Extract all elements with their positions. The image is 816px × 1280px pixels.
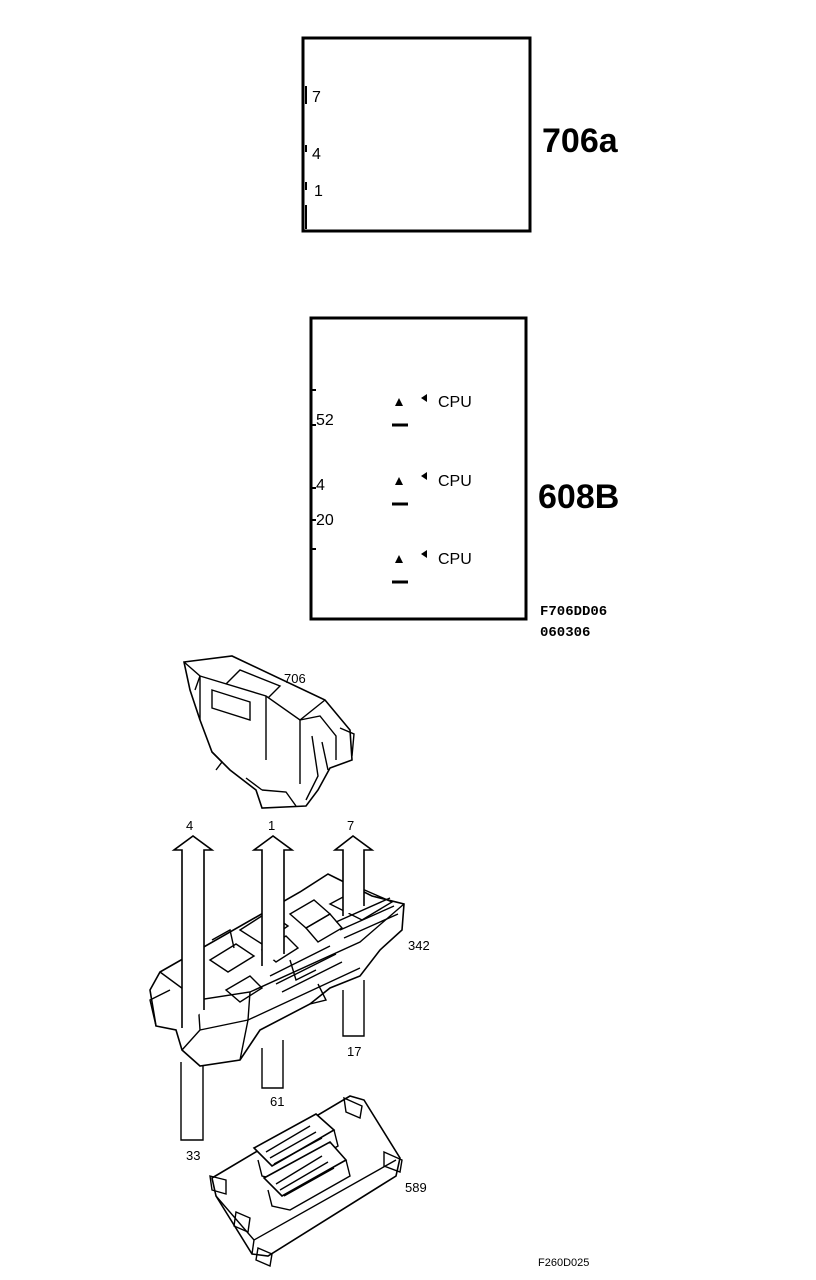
- module-589-drawing: 589: [209, 1095, 427, 1267]
- arrow-up-label-4: 4: [186, 818, 193, 833]
- arrow-up-label-7: 7: [347, 818, 354, 833]
- box-706a-frame: [301, 36, 532, 233]
- fusebox-342-drawing: 342: [149, 873, 430, 1067]
- fusebox-label: 342: [408, 938, 430, 953]
- box-608b-ref-code: F706DD06: [540, 604, 607, 620]
- arrow-down-33: 33: [180, 1062, 204, 1163]
- arrow-down-label-61: 61: [270, 1094, 284, 1109]
- arrow-down-label-17: 17: [347, 1044, 361, 1059]
- box-706a-title: 706a: [542, 122, 619, 160]
- arrow-up-7: 7: [332, 818, 375, 916]
- cpu-symbol-2: CPU: [392, 472, 472, 506]
- cpu-symbol-1: CPU: [392, 394, 472, 427]
- arrow-down-label-33: 33: [186, 1148, 200, 1163]
- cpu-symbol-3: CPU: [392, 550, 472, 584]
- arrow-up-1: 1: [251, 818, 295, 966]
- cpu-label-1: CPU: [438, 394, 472, 411]
- box-608b-ref-date: 060306: [540, 625, 590, 641]
- box-608b-pin-4: 4: [316, 477, 325, 494]
- figure-code: F260D025: [538, 1257, 589, 1269]
- box-608b: 52 4 20 CPU CPU CPU 608B F706DD06 060306: [309, 316, 619, 641]
- box-608b-pin-52: 52: [316, 412, 334, 429]
- box-706a-pin-1: 1: [314, 183, 323, 200]
- box-608b-frame: [309, 316, 528, 621]
- box-706a: 7 4 1 706a: [301, 36, 619, 233]
- box-608b-title: 608B: [538, 478, 619, 516]
- arrow-up-4: 4: [171, 818, 215, 1028]
- relay-label: 706: [284, 671, 306, 686]
- cpu-label-3: CPU: [438, 551, 472, 568]
- arrow-down-17: 17: [342, 980, 365, 1059]
- module-label: 589: [405, 1180, 427, 1195]
- relay-706-drawing: 706: [183, 655, 355, 809]
- box-706a-pin-7: 7: [312, 89, 321, 106]
- box-706a-pin-4: 4: [312, 146, 321, 163]
- box-608b-pin-20: 20: [316, 512, 334, 529]
- arrow-down-61: 61: [261, 1040, 284, 1109]
- arrow-up-label-1: 1: [268, 818, 275, 833]
- cpu-label-2: CPU: [438, 473, 472, 490]
